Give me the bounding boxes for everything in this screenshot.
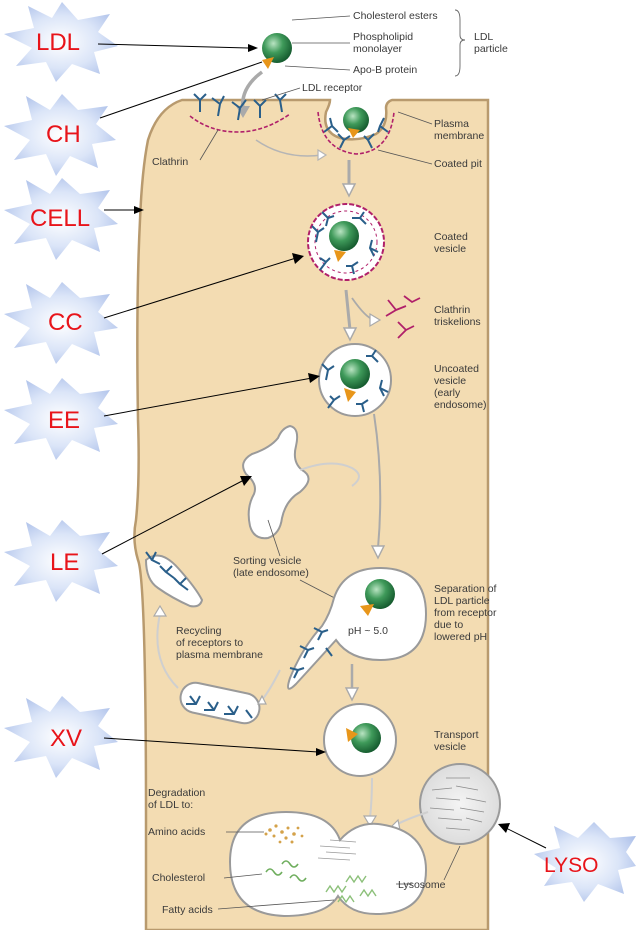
phospholipid-label: Phospholipid bbox=[353, 31, 413, 43]
apo-b-label: Apo-B protein bbox=[353, 64, 417, 76]
transport-vesicle-label-2: vesicle bbox=[434, 741, 466, 753]
uncoated-vesicle-label-3: (early bbox=[434, 387, 461, 399]
separation-label-1: Separation of bbox=[434, 583, 497, 595]
lysosome-label: Lysosome bbox=[398, 879, 446, 891]
coated-vesicle-label-2: vesicle bbox=[434, 243, 466, 255]
cc-annotation: CC bbox=[48, 309, 83, 336]
separation-label-3: from receptor bbox=[434, 607, 497, 619]
ph-label: pH ~ 5.0 bbox=[348, 625, 388, 637]
ldl-particle-top bbox=[262, 33, 292, 69]
uncoated-vesicle-label-4: endosome) bbox=[434, 399, 487, 411]
le-annotation: LE bbox=[50, 549, 79, 576]
cholesterol-label: Cholesterol bbox=[152, 872, 205, 884]
ch-annotation: CH bbox=[46, 121, 81, 148]
coated-vesicle bbox=[308, 204, 384, 280]
lysosome-primary bbox=[420, 764, 500, 844]
ldl-group-label-2: particle bbox=[474, 43, 508, 55]
apo-b-protein-shape bbox=[262, 57, 274, 69]
transport-vesicle-label-1: Transport bbox=[434, 729, 479, 741]
clathrin-label: Clathrin bbox=[152, 156, 188, 168]
degradation-label-1: Degradation bbox=[148, 787, 205, 799]
coated-pit-label: Coated pit bbox=[434, 158, 482, 170]
clathrin-triskelions-label-2: triskelions bbox=[434, 316, 481, 328]
separation-label-5: lowered pH bbox=[434, 631, 487, 643]
clathrin-triskelions-label-1: Clathrin bbox=[434, 304, 470, 316]
recycling-label-2: of receptors to bbox=[176, 637, 243, 649]
transport-vesicle bbox=[324, 704, 396, 776]
ldl-group-label-1: LDL bbox=[474, 31, 493, 43]
ee-annotation: EE bbox=[48, 407, 80, 434]
separation-label-4: due to bbox=[434, 619, 463, 631]
degradation-label-2: of LDL to: bbox=[148, 799, 193, 811]
recycling-label-1: Recycling bbox=[176, 625, 222, 637]
uncoated-vesicle-label-2: vesicle bbox=[434, 375, 466, 387]
fatty-acids-label: Fatty acids bbox=[162, 904, 213, 916]
amino-acids-label: Amino acids bbox=[148, 826, 205, 838]
lyso-annotation: LYSO bbox=[544, 854, 598, 877]
cholesterol-esters-label: Cholesterol esters bbox=[353, 10, 438, 22]
recycling-label-3: plasma membrane bbox=[176, 649, 263, 661]
plasma-membrane-label-2: membrane bbox=[434, 130, 484, 142]
coated-vesicle-label-1: Coated bbox=[434, 231, 468, 243]
uncoated-vesicle bbox=[319, 344, 391, 416]
sorting-vesicle-label-2: (late endosome) bbox=[233, 567, 309, 579]
cell-annotation: CELL bbox=[30, 205, 90, 232]
plasma-membrane-label-1: Plasma bbox=[434, 118, 469, 130]
separation-label-2: LDL particle bbox=[434, 595, 490, 607]
xv-annotation: XV bbox=[50, 725, 82, 752]
monolayer-label: monolayer bbox=[353, 43, 403, 55]
uncoated-vesicle-label-1: Uncoated bbox=[434, 363, 479, 375]
ldl-receptor-label: LDL receptor bbox=[302, 82, 363, 94]
ldl-particle-brace bbox=[455, 10, 465, 76]
ldl-annotation: LDL bbox=[36, 29, 80, 56]
sorting-vesicle-label-1: Sorting vesicle bbox=[233, 555, 301, 567]
